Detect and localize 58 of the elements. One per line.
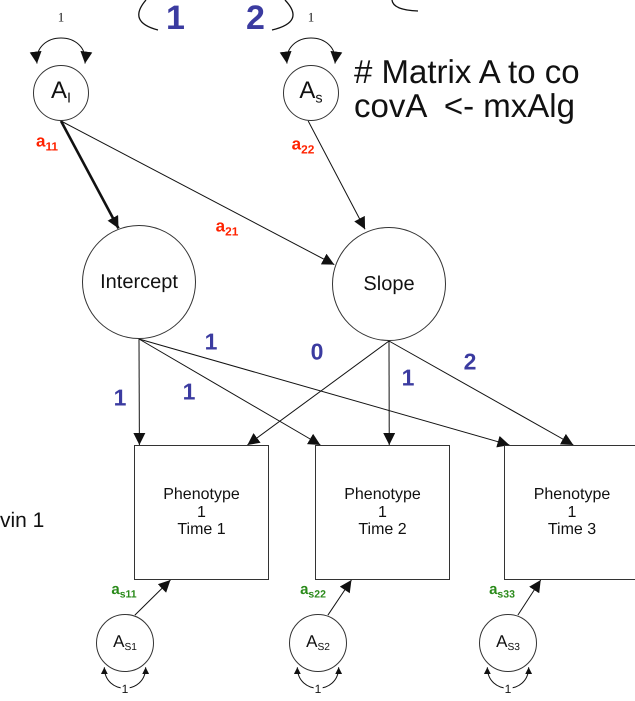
node-label: Phenotype [344, 486, 421, 504]
edge-label: 2 [464, 350, 476, 374]
observed-box [134, 445, 269, 580]
path-arrow [134, 580, 171, 616]
path-arrow [517, 580, 542, 616]
node-label: 1 [197, 504, 206, 522]
path-arrow [133, 338, 146, 446]
node-label: A$_{s}$ [299, 78, 323, 108]
node-label: Time 1 [177, 521, 226, 539]
node-label: Phenotype [534, 486, 610, 504]
variance-arrow [484, 666, 532, 689]
variance-arrow [31, 38, 91, 64]
edge-label: 1 [314, 683, 322, 695]
edge-label: a$_{s11}$ [111, 582, 137, 600]
edge-label: 1 [402, 366, 414, 390]
edge-label: a$_{22}$ [292, 135, 314, 157]
variance-arrow [102, 666, 148, 689]
path-arrow [383, 340, 396, 446]
path-arrow [246, 340, 390, 446]
path-arrow [138, 338, 510, 448]
variance-arrow [281, 38, 341, 64]
edge-label: a$_{11}$ [36, 132, 58, 154]
node-label: Phenotype [163, 486, 240, 504]
matrix-entry: 2 [246, 1, 265, 35]
node-label: Slope [363, 273, 415, 295]
edge-label: 1 [504, 683, 512, 695]
edge-label: a$_{s33}$ [489, 582, 515, 600]
node-label: A$_{S1}$ [113, 632, 137, 654]
path-arrow [60, 120, 335, 266]
edge-label: 1 [182, 380, 196, 404]
path-arrow [388, 340, 574, 446]
node-label: A$_{I}$ [50, 78, 71, 108]
path-arrow [327, 580, 352, 616]
edge-label: 1 [56, 10, 66, 24]
node-label: A$_{S2}$ [306, 632, 330, 654]
code-comment: # Matrix A to co [354, 55, 580, 88]
edge-label: 1 [120, 683, 130, 695]
node-label: Time 2 [358, 521, 407, 539]
node-label: A$_{S3}$ [496, 632, 520, 654]
observed-box [504, 445, 635, 580]
edge-label: 1 [306, 10, 316, 24]
edge-label: 1 [204, 330, 218, 354]
path-arrow [308, 120, 366, 230]
node-label: Intercept [100, 271, 178, 293]
edge-label: 0 [310, 340, 324, 364]
path-arrow [138, 338, 321, 446]
node-label: 1 [568, 504, 576, 522]
path-arrow [60, 120, 120, 230]
edge-label: a$_{21}$ [216, 217, 238, 239]
observed-box [315, 445, 450, 580]
twin-label: vin 1 [0, 510, 44, 531]
variance-arrow [294, 666, 342, 689]
edge-label: a$_{s22}$ [300, 582, 326, 600]
node-label: Time 3 [548, 521, 596, 539]
edge-label: 1 [114, 386, 126, 410]
code-line: covA <- mxAlg [354, 89, 575, 122]
node-label: 1 [378, 504, 387, 522]
matrix-entry: 1 [166, 1, 185, 35]
